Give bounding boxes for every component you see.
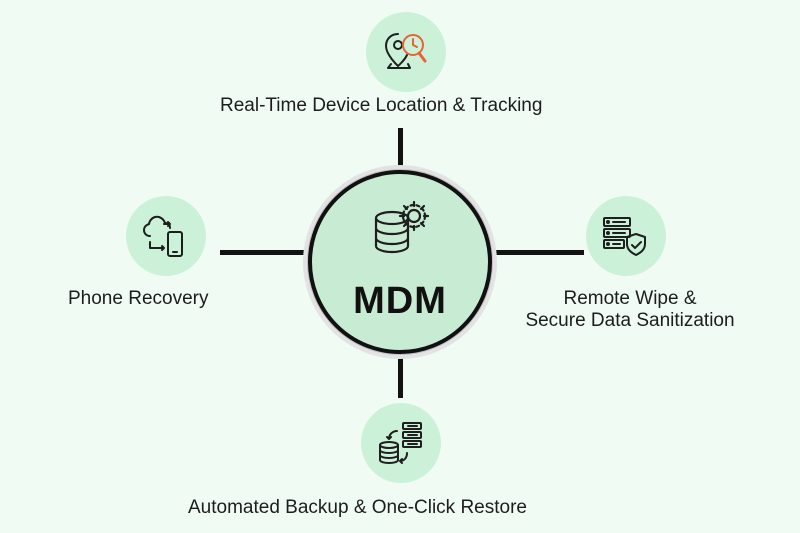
feature-label-backup: Automated Backup & One-Click Restore xyxy=(188,497,527,518)
database-gear-icon xyxy=(374,200,430,254)
feature-label-phone-recovery: Phone Recovery xyxy=(68,288,209,309)
connector-bottom xyxy=(398,350,403,398)
server-shield-icon xyxy=(603,217,646,256)
connector-top xyxy=(398,128,403,176)
location-search-icon xyxy=(385,33,427,69)
feature-label-location: Real-Time Device Location & Tracking xyxy=(220,95,543,116)
mdm-hub: MDM xyxy=(308,170,492,354)
hub-title: MDM xyxy=(353,280,447,322)
cloud-phone-sync-icon xyxy=(143,215,183,257)
connector-left xyxy=(220,250,312,255)
feature-label-remote-wipe: Remote Wipe & Secure Data Sanitization xyxy=(506,288,754,332)
connector-right xyxy=(488,250,584,255)
feature-label-remote-wipe-line2: Secure Data Sanitization xyxy=(525,310,735,331)
database-backup-icon xyxy=(379,422,422,464)
feature-node-backup xyxy=(361,403,441,483)
feature-node-phone-recovery xyxy=(126,196,206,276)
feature-node-location xyxy=(366,12,446,92)
feature-node-remote-wipe xyxy=(586,196,666,276)
feature-label-remote-wipe-line1: Remote Wipe & xyxy=(563,288,697,309)
